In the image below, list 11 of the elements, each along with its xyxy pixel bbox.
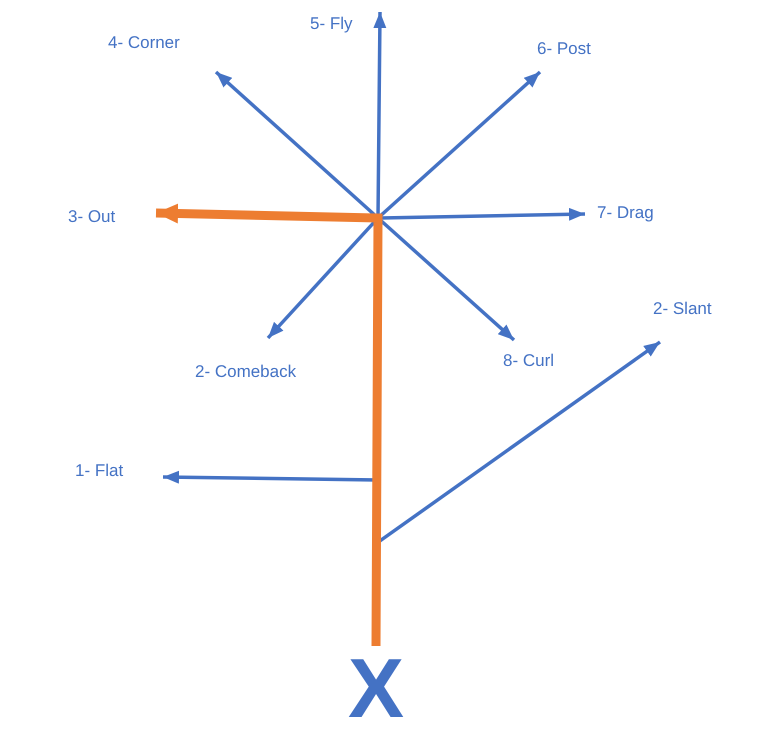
route-arrow [156, 204, 383, 646]
player-mark: X [348, 646, 404, 730]
route-label: 4- Corner [108, 33, 180, 53]
route-label: 8- Curl [503, 351, 554, 371]
route-label: 2- Comeback [195, 362, 296, 382]
route-label: 3- Out [68, 207, 116, 227]
route-label: 6- Post [537, 39, 591, 59]
route-label: 5- Fly [310, 14, 352, 34]
route-label: 7- Drag [597, 203, 654, 223]
route-label: 2- Slant [653, 299, 712, 319]
route-label: 1- Flat [75, 461, 124, 481]
